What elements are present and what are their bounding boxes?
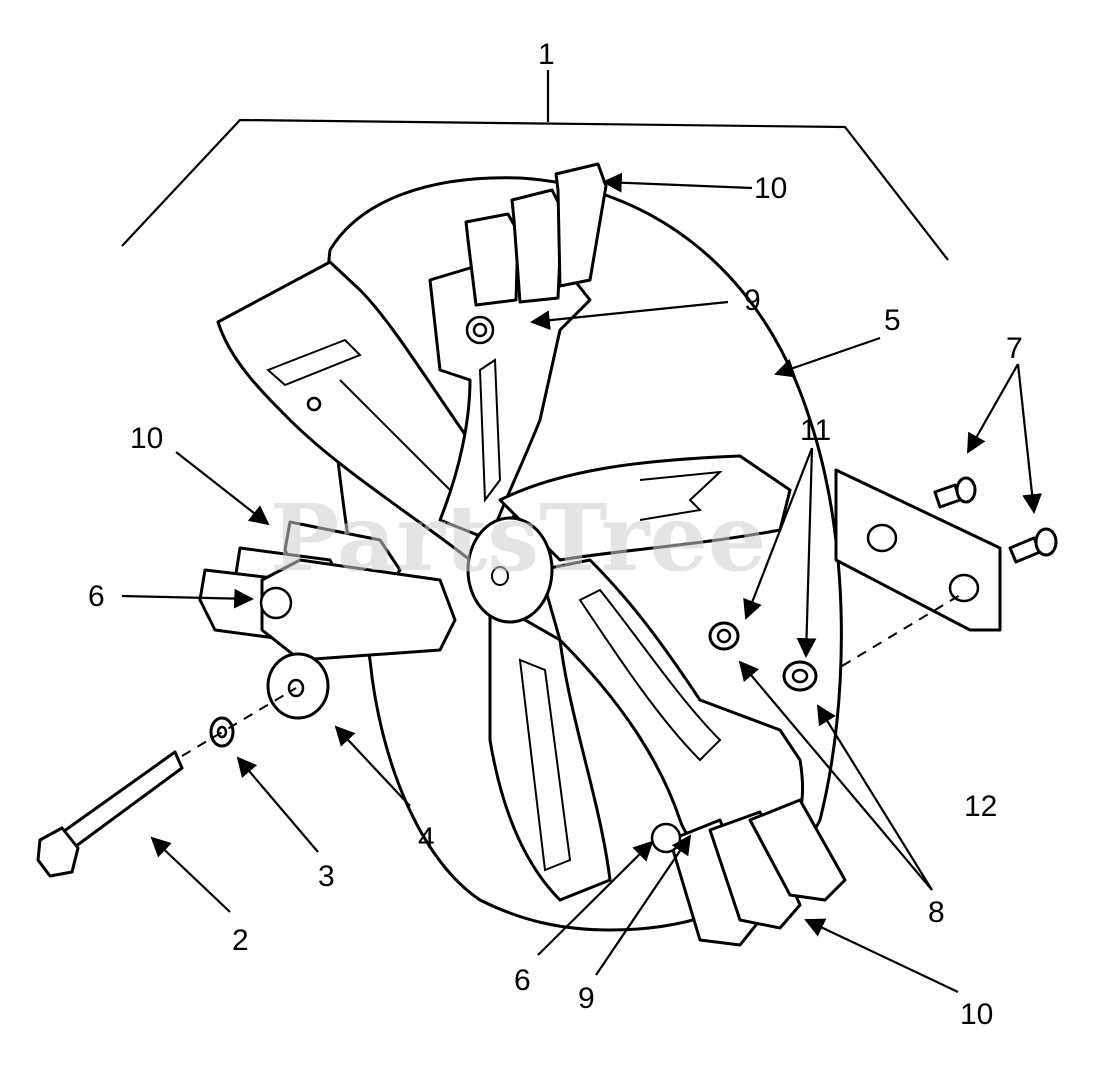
callout-5: 5 [884,304,901,337]
leader-lines [121,172,1042,993]
callout-3: 3 [318,860,335,893]
impeller-vane-right [498,454,792,562]
callout-1: 1 [538,38,555,71]
lock-washer [209,716,235,748]
shear-bar-bolt-upper [933,476,977,509]
impeller-vane-bottom [488,558,805,902]
callout-4: 4 [418,822,435,855]
bolt-axis-line [181,687,297,757]
watermark-text: PartsTree [270,484,766,592]
flange-nut-lower [782,660,818,692]
hub-washer [266,652,330,720]
callout-8: 8 [928,896,945,929]
callout-10-left: 10 [130,422,163,455]
assembly-bracket [121,70,949,261]
callout-9-top: 9 [744,284,761,317]
callout-7: 7 [1006,332,1023,365]
paddle-set-top [464,162,608,307]
callout-11: 11 [800,414,831,447]
callout-10-top: 10 [754,172,787,205]
shear-bar-axis-line [841,594,961,667]
callout-2: 2 [232,924,249,957]
callout-12: 12 [964,790,997,823]
shear-bar [834,468,1002,632]
callout-10-bottom: 10 [960,998,993,1031]
impeller-vane-left [216,260,522,562]
callout-6-bottom: 6 [514,964,531,997]
shear-bar-bolt-lower [1008,527,1058,564]
hex-bolt [36,750,184,878]
impeller-hub [466,516,554,624]
flange-nut-upper [708,621,740,651]
callout-6-left: 6 [88,580,105,613]
callout-9-bottom: 9 [578,982,595,1015]
callout-labels: 1 10 9 5 7 10 11 6 4 3 2 12 8 6 9 10 [88,38,1023,1031]
